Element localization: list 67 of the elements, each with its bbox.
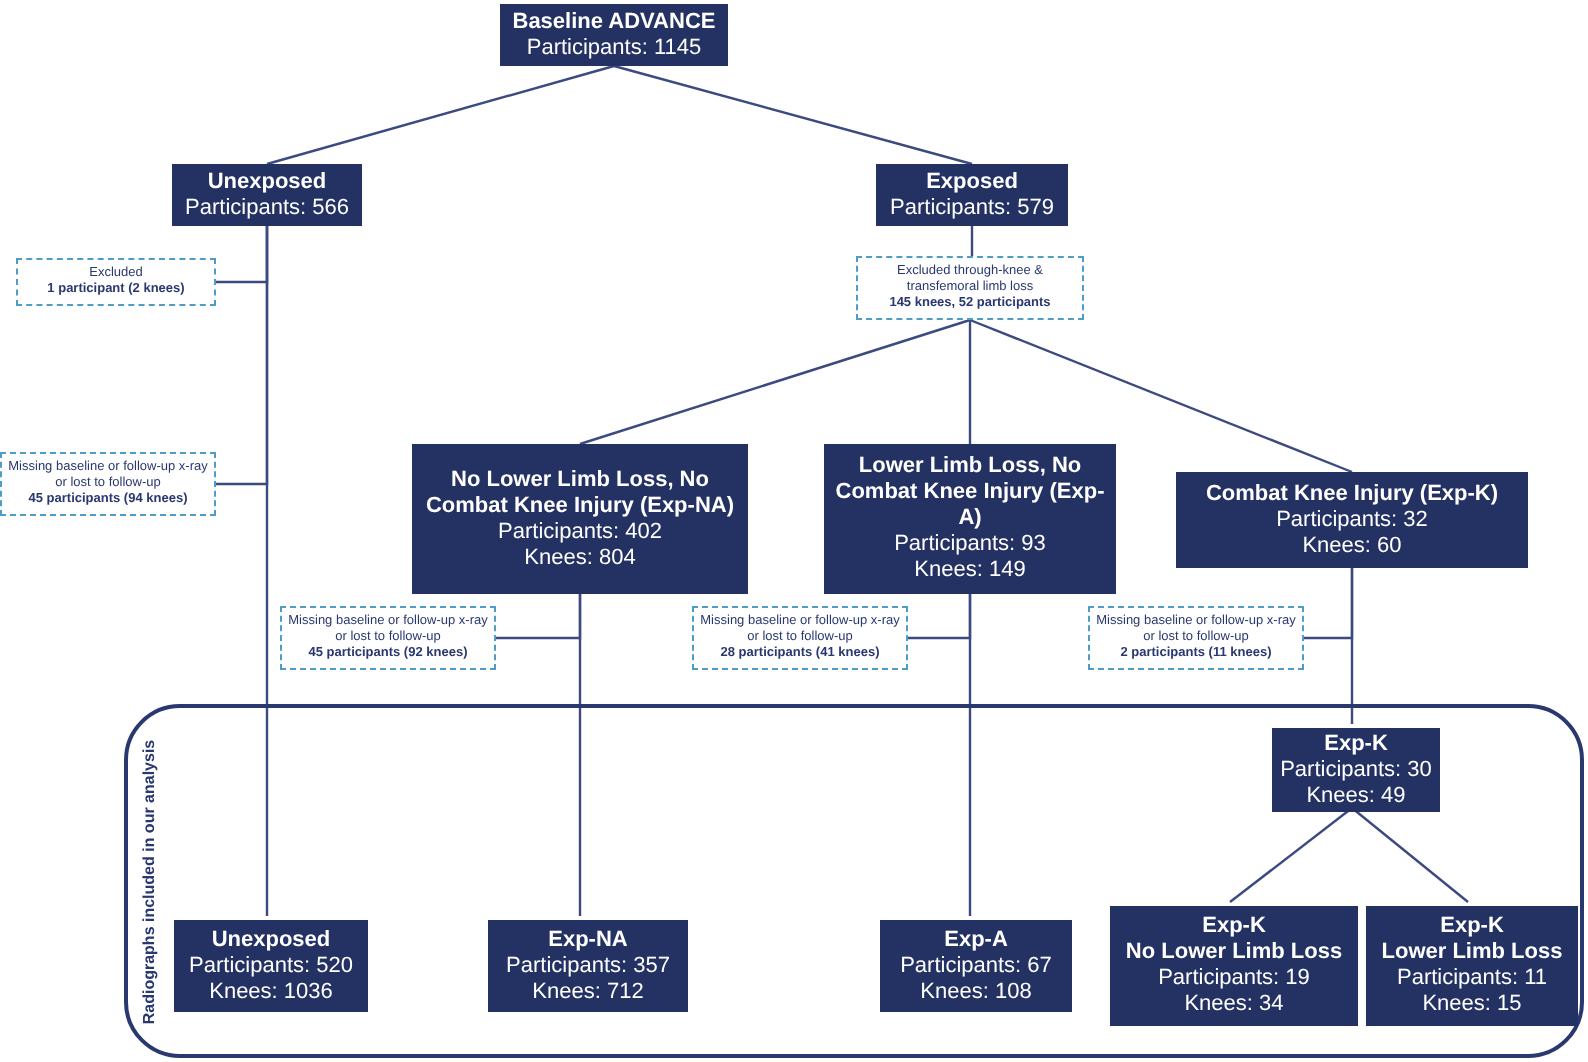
- exclusion-note-box: [1088, 606, 1304, 670]
- group-box: [488, 920, 688, 1012]
- connector-line: [1304, 568, 1354, 640]
- count-text: Participants: 30: [1280, 757, 1432, 783]
- count-text: Participants: 32: [1276, 507, 1428, 533]
- count-text: Knees: 60: [1302, 533, 1402, 559]
- connector-line: [496, 594, 582, 640]
- count-text: Knees: 804: [524, 545, 636, 571]
- group-box: [1366, 906, 1578, 1026]
- group-title: Exposed: [926, 169, 1018, 195]
- connector-line: [266, 64, 615, 166]
- group-title: Exp-K: [1202, 914, 1266, 940]
- group-box: [174, 920, 368, 1012]
- count-text: Knees: 712: [532, 979, 644, 1005]
- group-box: [412, 444, 748, 594]
- count-text: Knees: 15: [1422, 992, 1522, 1018]
- count-text: Participants: 1145: [526, 35, 702, 61]
- count-text: Participants: 93: [894, 532, 1046, 558]
- group-title: Lower Limb Loss: [1381, 940, 1563, 966]
- exclusion-note-box: [16, 258, 216, 306]
- count-text: Participants: 579: [890, 195, 1054, 221]
- group-title: Exp-NA: [548, 927, 628, 953]
- count-text: Knees: 108: [920, 979, 1032, 1005]
- connector-line: [1351, 807, 1469, 903]
- connector-line: [1229, 807, 1353, 903]
- count-text: Knees: 34: [1184, 992, 1284, 1018]
- exclusion-note-box: [856, 256, 1084, 320]
- count-text: Participants: 520: [189, 953, 353, 979]
- exclusion-note-box: [0, 452, 216, 516]
- count-text: Participants: 566: [185, 195, 349, 221]
- analysis-group-panel: [124, 704, 1584, 1058]
- group-title: Baseline ADVANCE: [512, 9, 716, 35]
- count-text: Participants: 357: [506, 953, 670, 979]
- count-text: Knees: 149: [914, 558, 1026, 584]
- group-title: Unexposed: [211, 927, 331, 953]
- group-box: [876, 164, 1068, 226]
- group-title: Unexposed: [207, 169, 327, 195]
- connector-line: [579, 318, 971, 446]
- connector-line: [613, 64, 973, 166]
- count-text: Knees: 1036: [209, 979, 333, 1005]
- group-box: [500, 4, 728, 66]
- group-title: No Lower Limb Loss, No Combat Knee Injury (Exp-NA): [423, 467, 736, 519]
- connector-line: [216, 226, 269, 486]
- group-title: Exp-K: [1440, 914, 1504, 940]
- group-box: [1110, 906, 1358, 1026]
- group-title: Exp-K: [1324, 731, 1388, 757]
- connector-line: [970, 226, 974, 256]
- count-text: Participants: 19: [1158, 966, 1310, 992]
- connector-line: [968, 320, 972, 444]
- count-text: Participants: 402: [498, 519, 662, 545]
- count-text: Participants: 67: [900, 953, 1052, 979]
- group-title: Lower Limb Loss, No Combat Knee Injury (Exp-A): [833, 454, 1107, 532]
- group-box: [880, 920, 1072, 1012]
- group-box: [824, 444, 1116, 594]
- group-box: [172, 164, 362, 226]
- group-title: No Lower Limb Loss: [1125, 940, 1343, 966]
- connector-line: [969, 318, 1353, 474]
- exclusion-note-box: [692, 606, 908, 670]
- group-heading: Radiographs included in our analysis: [138, 738, 160, 1024]
- exclusion-note-box: [280, 606, 496, 670]
- group-box: [1176, 472, 1528, 568]
- group-title: Combat Knee Injury (Exp-K): [1205, 481, 1499, 507]
- group-box: [1272, 728, 1440, 812]
- connector-line: [908, 594, 972, 640]
- count-text: Knees: 49: [1306, 783, 1406, 809]
- count-text: Participants: 11: [1396, 966, 1547, 992]
- group-title: Exp-A: [944, 927, 1008, 953]
